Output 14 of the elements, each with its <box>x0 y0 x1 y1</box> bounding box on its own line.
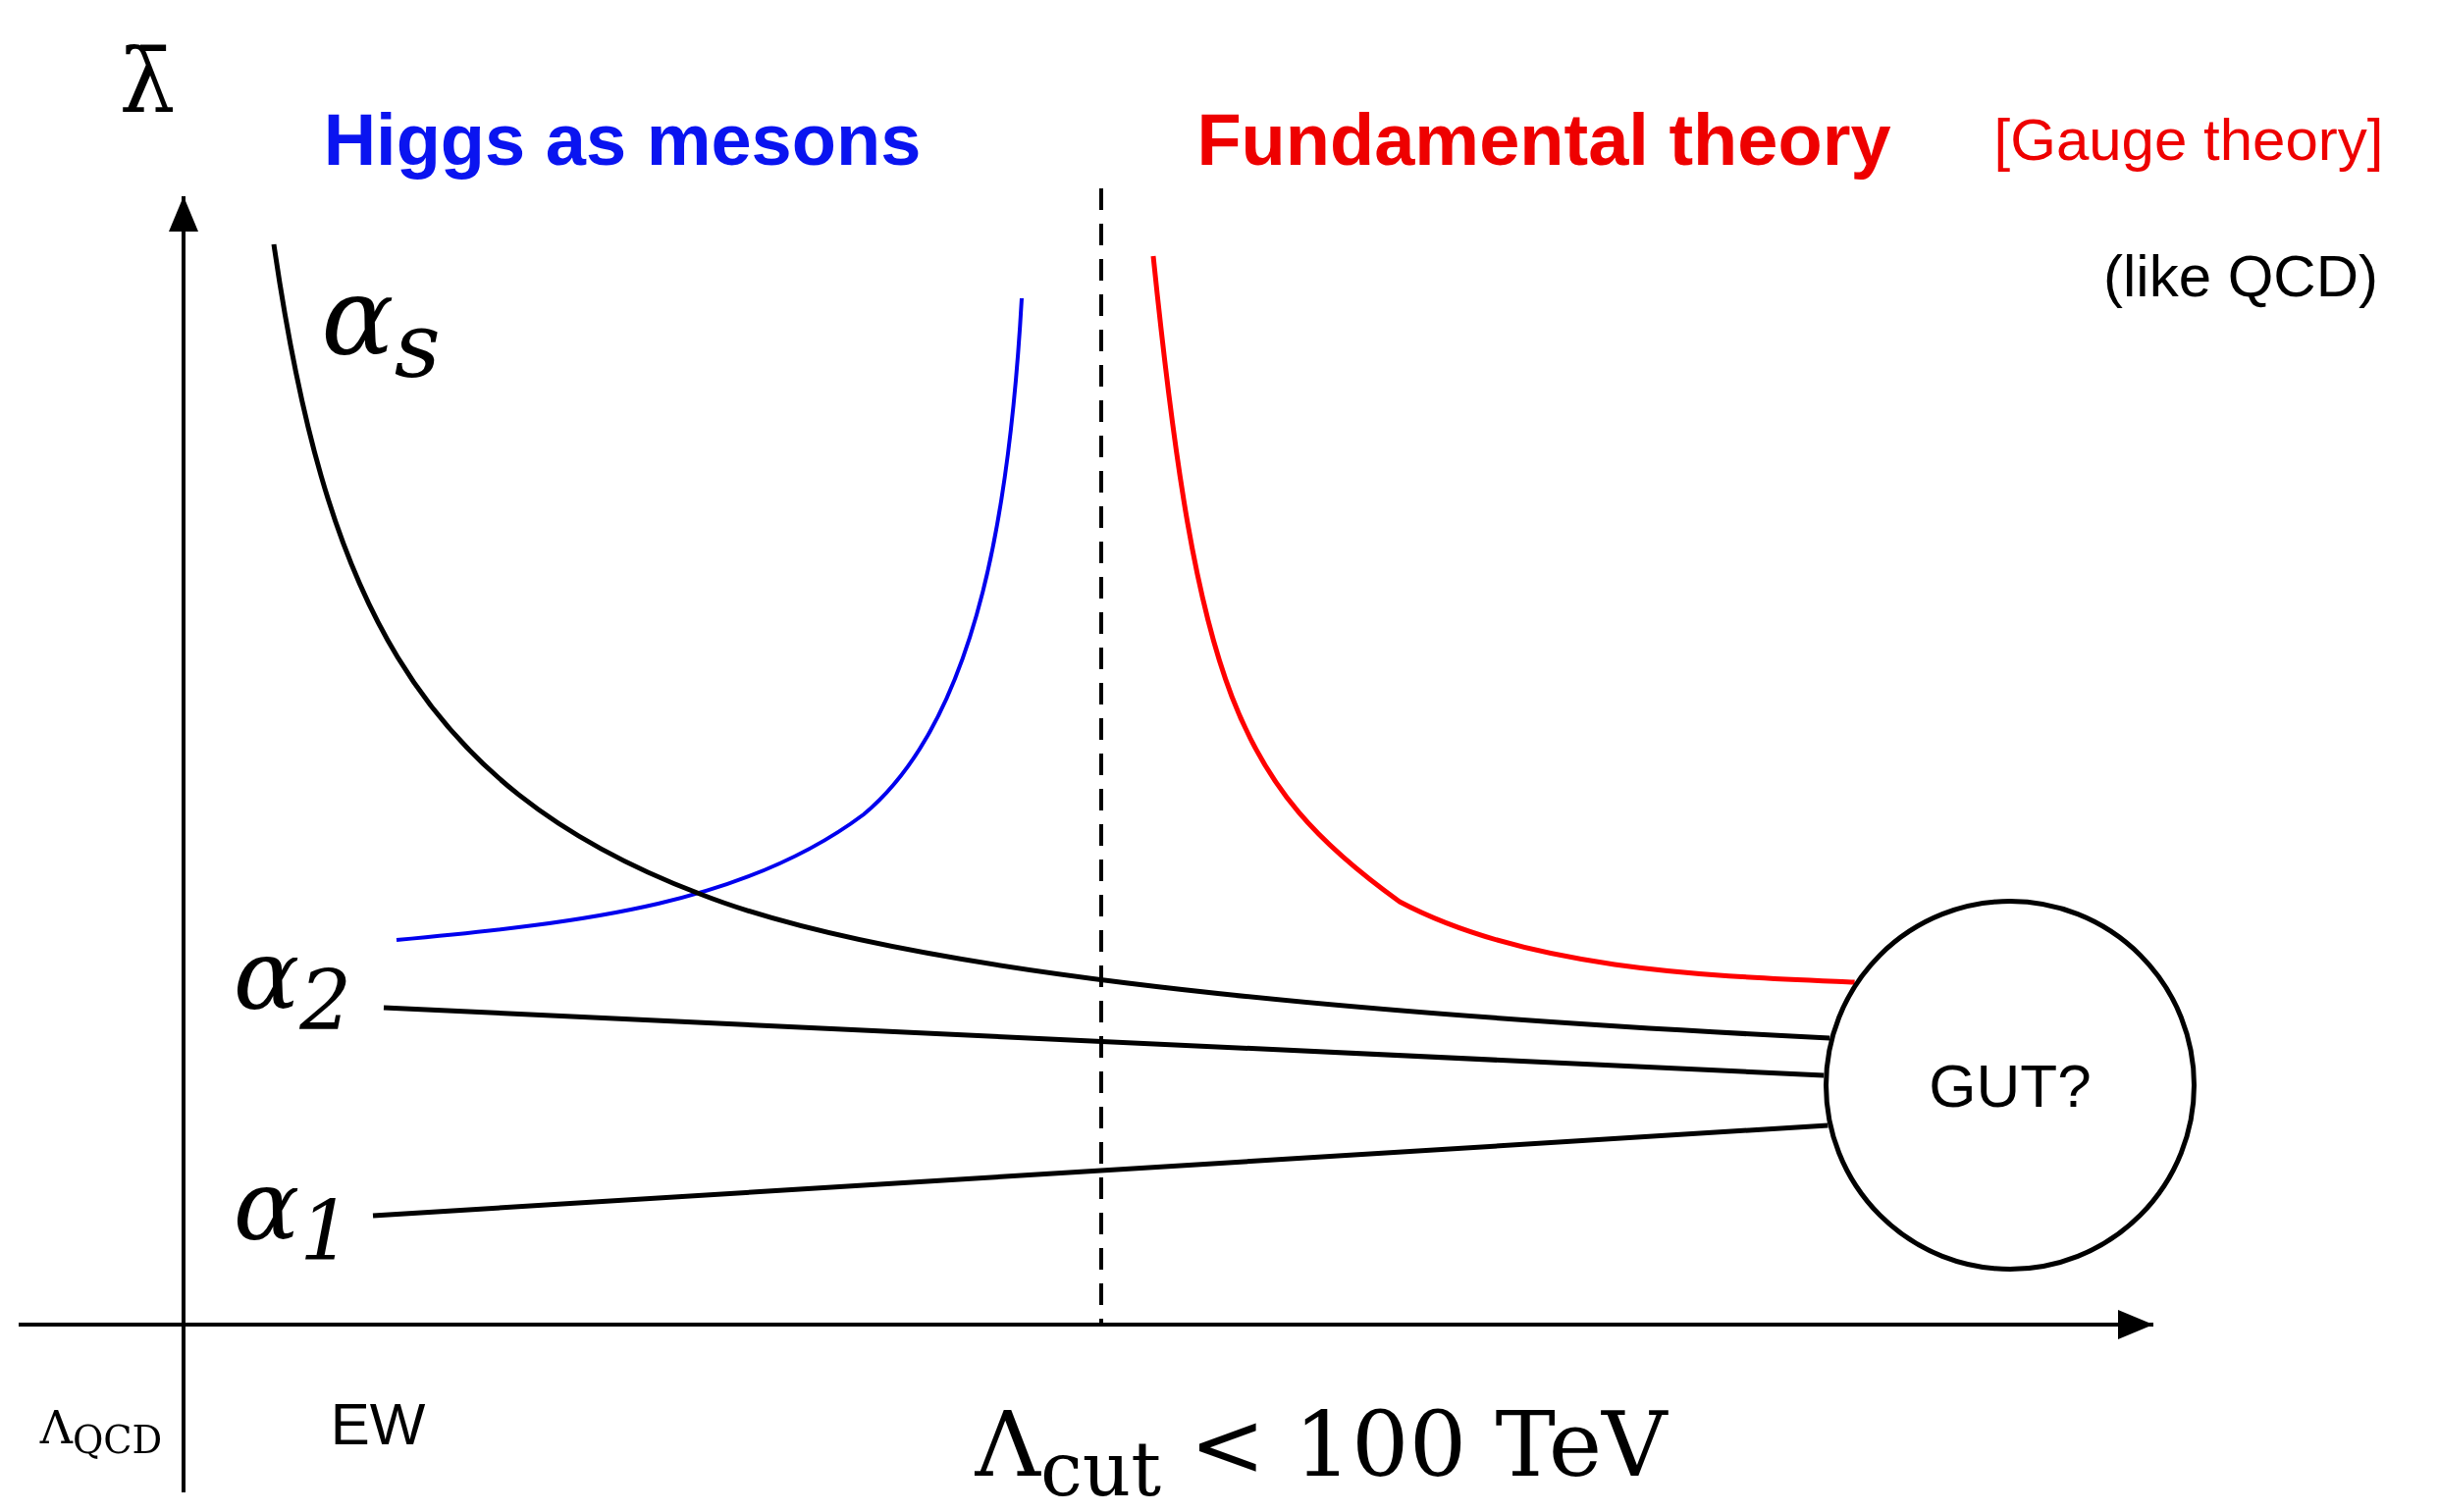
coupling-label: α$_{1}$ <box>233 1156 352 1274</box>
axis-label: Λ$_{QCD}$ <box>39 1405 163 1460</box>
coupling-line <box>372 1122 1828 1219</box>
coupling-line <box>1150 255 1855 985</box>
node-label: GUT? <box>1929 1050 2092 1121</box>
coupling-label: α$_{2}$ <box>233 925 352 1043</box>
axis-label: Λ$_{cut}$ < 100 TeV <box>975 1400 1668 1508</box>
axis-label: λ̄ <box>119 36 176 125</box>
coupling-label: α$_{s}$ <box>321 262 441 391</box>
note-text: (like QCD) <box>2103 247 2378 306</box>
note-text: [Gauge theory] <box>1993 111 2384 170</box>
axis-label: EW <box>330 1395 426 1454</box>
coupling-line <box>383 1005 1825 1078</box>
coupling-line <box>271 243 1830 1041</box>
